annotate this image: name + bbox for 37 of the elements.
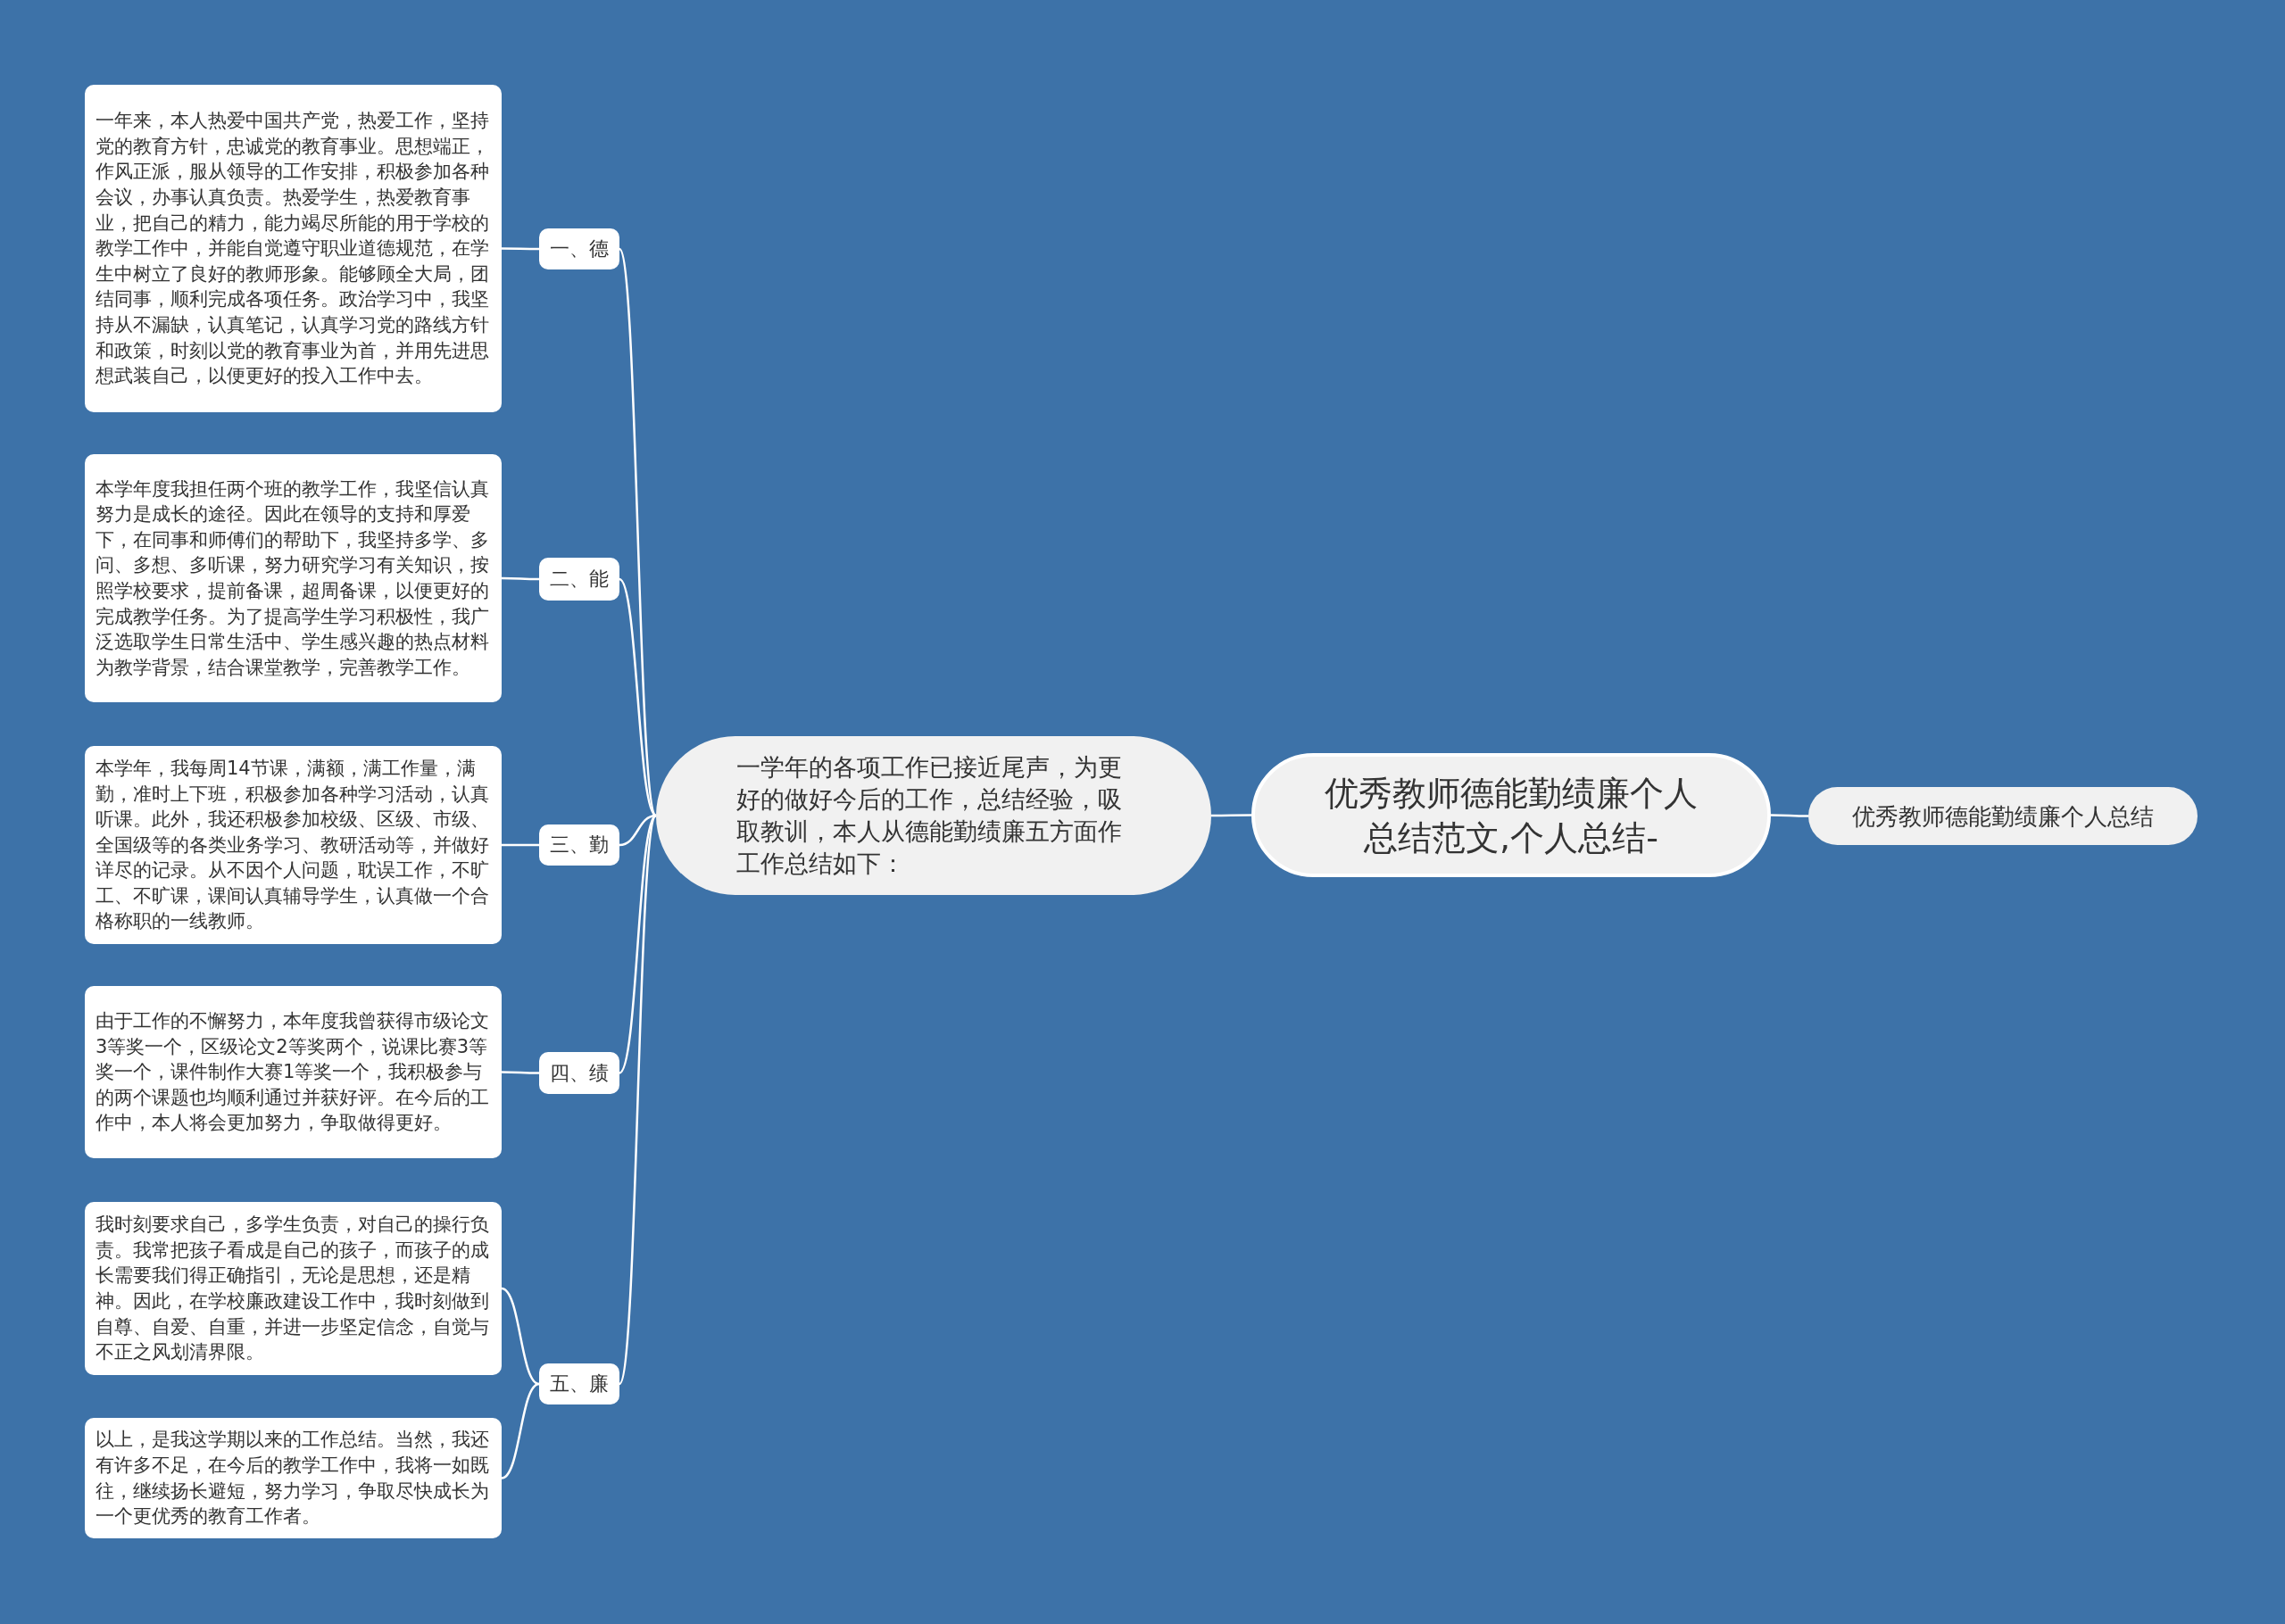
node-text: 优秀教师德能勤绩廉个人总结 — [1851, 801, 2155, 832]
connector-line — [1211, 814, 1251, 817]
connector-line — [619, 814, 657, 847]
connector-line — [619, 815, 657, 1074]
text-card — [85, 454, 502, 702]
node-text: 优秀教师德能勤绩廉个人总结范文,个人总结- — [1324, 772, 1699, 859]
category-box — [539, 558, 619, 601]
text-card — [85, 85, 502, 412]
node-text: 本学年度我担任两个班的教学工作，我坚信认真努力是成长的途径。因此在领导的支持和厚爱下，在同事和师傅们的帮助下，我坚持多学、多问、多想、多听课，努力研究学习有关知识，按照学校要求，提前备课，超周备课，以便更好的完成教学任务。为了提高学生学习积极性，我广泛选取学生日常生活中、学生感兴趣的热点材料为教学背景，结合课堂教学，完善教学工作。 — [96, 476, 490, 680]
connector-line — [619, 578, 657, 816]
text-card — [85, 986, 502, 1158]
connector-line — [618, 248, 658, 816]
node-text: 一学年的各项工作已接近尾声，为更好的做好今后的工作，总结经验，吸取教训，本人从德能勤绩廉五方面作工作总结如下： — [736, 752, 1123, 879]
node-text: 三、勤 — [549, 833, 610, 858]
connector-line — [1771, 814, 1808, 817]
text-card — [85, 1418, 502, 1538]
category-box — [539, 1052, 619, 1094]
node-text: 一、德 — [549, 236, 610, 261]
connector-line — [502, 843, 539, 847]
text-card — [85, 1202, 502, 1375]
category-box — [539, 1363, 619, 1404]
node-text: 本学年，我每周14节课，满额，满工作量，满勤，准时上下班，积极参加各种学习活动，认真听课。此外，我还积极参加校级、区级、市级、全国级等的各类业务学习、教研活动等，并做好详尽的记录。从不因个人问题，耽误工作，不旷工、不旷课，课间认真辅导学生，认真做一个合格称职的一线教师。 — [96, 756, 490, 934]
node-text: 二、能 — [549, 567, 610, 592]
connector-line — [502, 576, 539, 581]
node-text: 我时刻要求自己，多学生负责，对自己的操行负责。我常把孩子看成是自己的孩子，而孩子的成长需要我们得正确指引，无论是思想，还是精神。因此，在学校廉政建设工作中，我时刻做到自尊、自爱、自重，并进一步坚定信念，自觉与不正之风划清界限。 — [96, 1213, 490, 1365]
connector-line — [502, 247, 539, 251]
node-text: 五、廉 — [549, 1371, 610, 1396]
category-box — [539, 228, 619, 269]
node-text: 一年来，本人热爱中国共产党，热爱工作，坚持党的教育方针，忠诚党的教育事业。思想端正，作风正派，服从领导的工作安排，积极参加各种会议，办事认真负责。热爱学生，热爱教育事业，把自己的精力，能力竭尽所能的用于学校的教学工作中，并能自觉遵守职业道德规范，在学生中树立了良好的教师形象。能够顾全大局，团结同事，顺利完成各项任务。政治学习中，我坚持从不漏缺，认真笔记，认真学习党的路线方针和政策，时刻以党的教育事业为首，并用先进思想武装自己，以便更好的投入工作中去。 — [96, 109, 490, 389]
node-text: 由于工作的不懈努力，本年度我曾获得市级论文3等奖一个，区级论文2等奖两个，说课比赛3等奖一个，课件制作大赛1等奖一个，我积极参与的两个课题也均顺利通过并获好评。在今后的工作中，本人将会更加努力，争取做得更好。 — [96, 1009, 490, 1136]
category-box — [539, 824, 619, 866]
connector-line — [502, 1071, 539, 1074]
connector-line — [501, 1382, 540, 1479]
connector-line — [618, 815, 658, 1385]
node-text: 四、绩 — [549, 1060, 610, 1086]
node-text: 以上，是我这学期以来的工作总结。当然，我还有许多不足，在今后的教学工作中，我将一如既往，继续扬长避短，努力学习，争取尽快成长为一个更优秀的教育工作者。 — [96, 1428, 490, 1529]
connector-line — [501, 1287, 540, 1386]
